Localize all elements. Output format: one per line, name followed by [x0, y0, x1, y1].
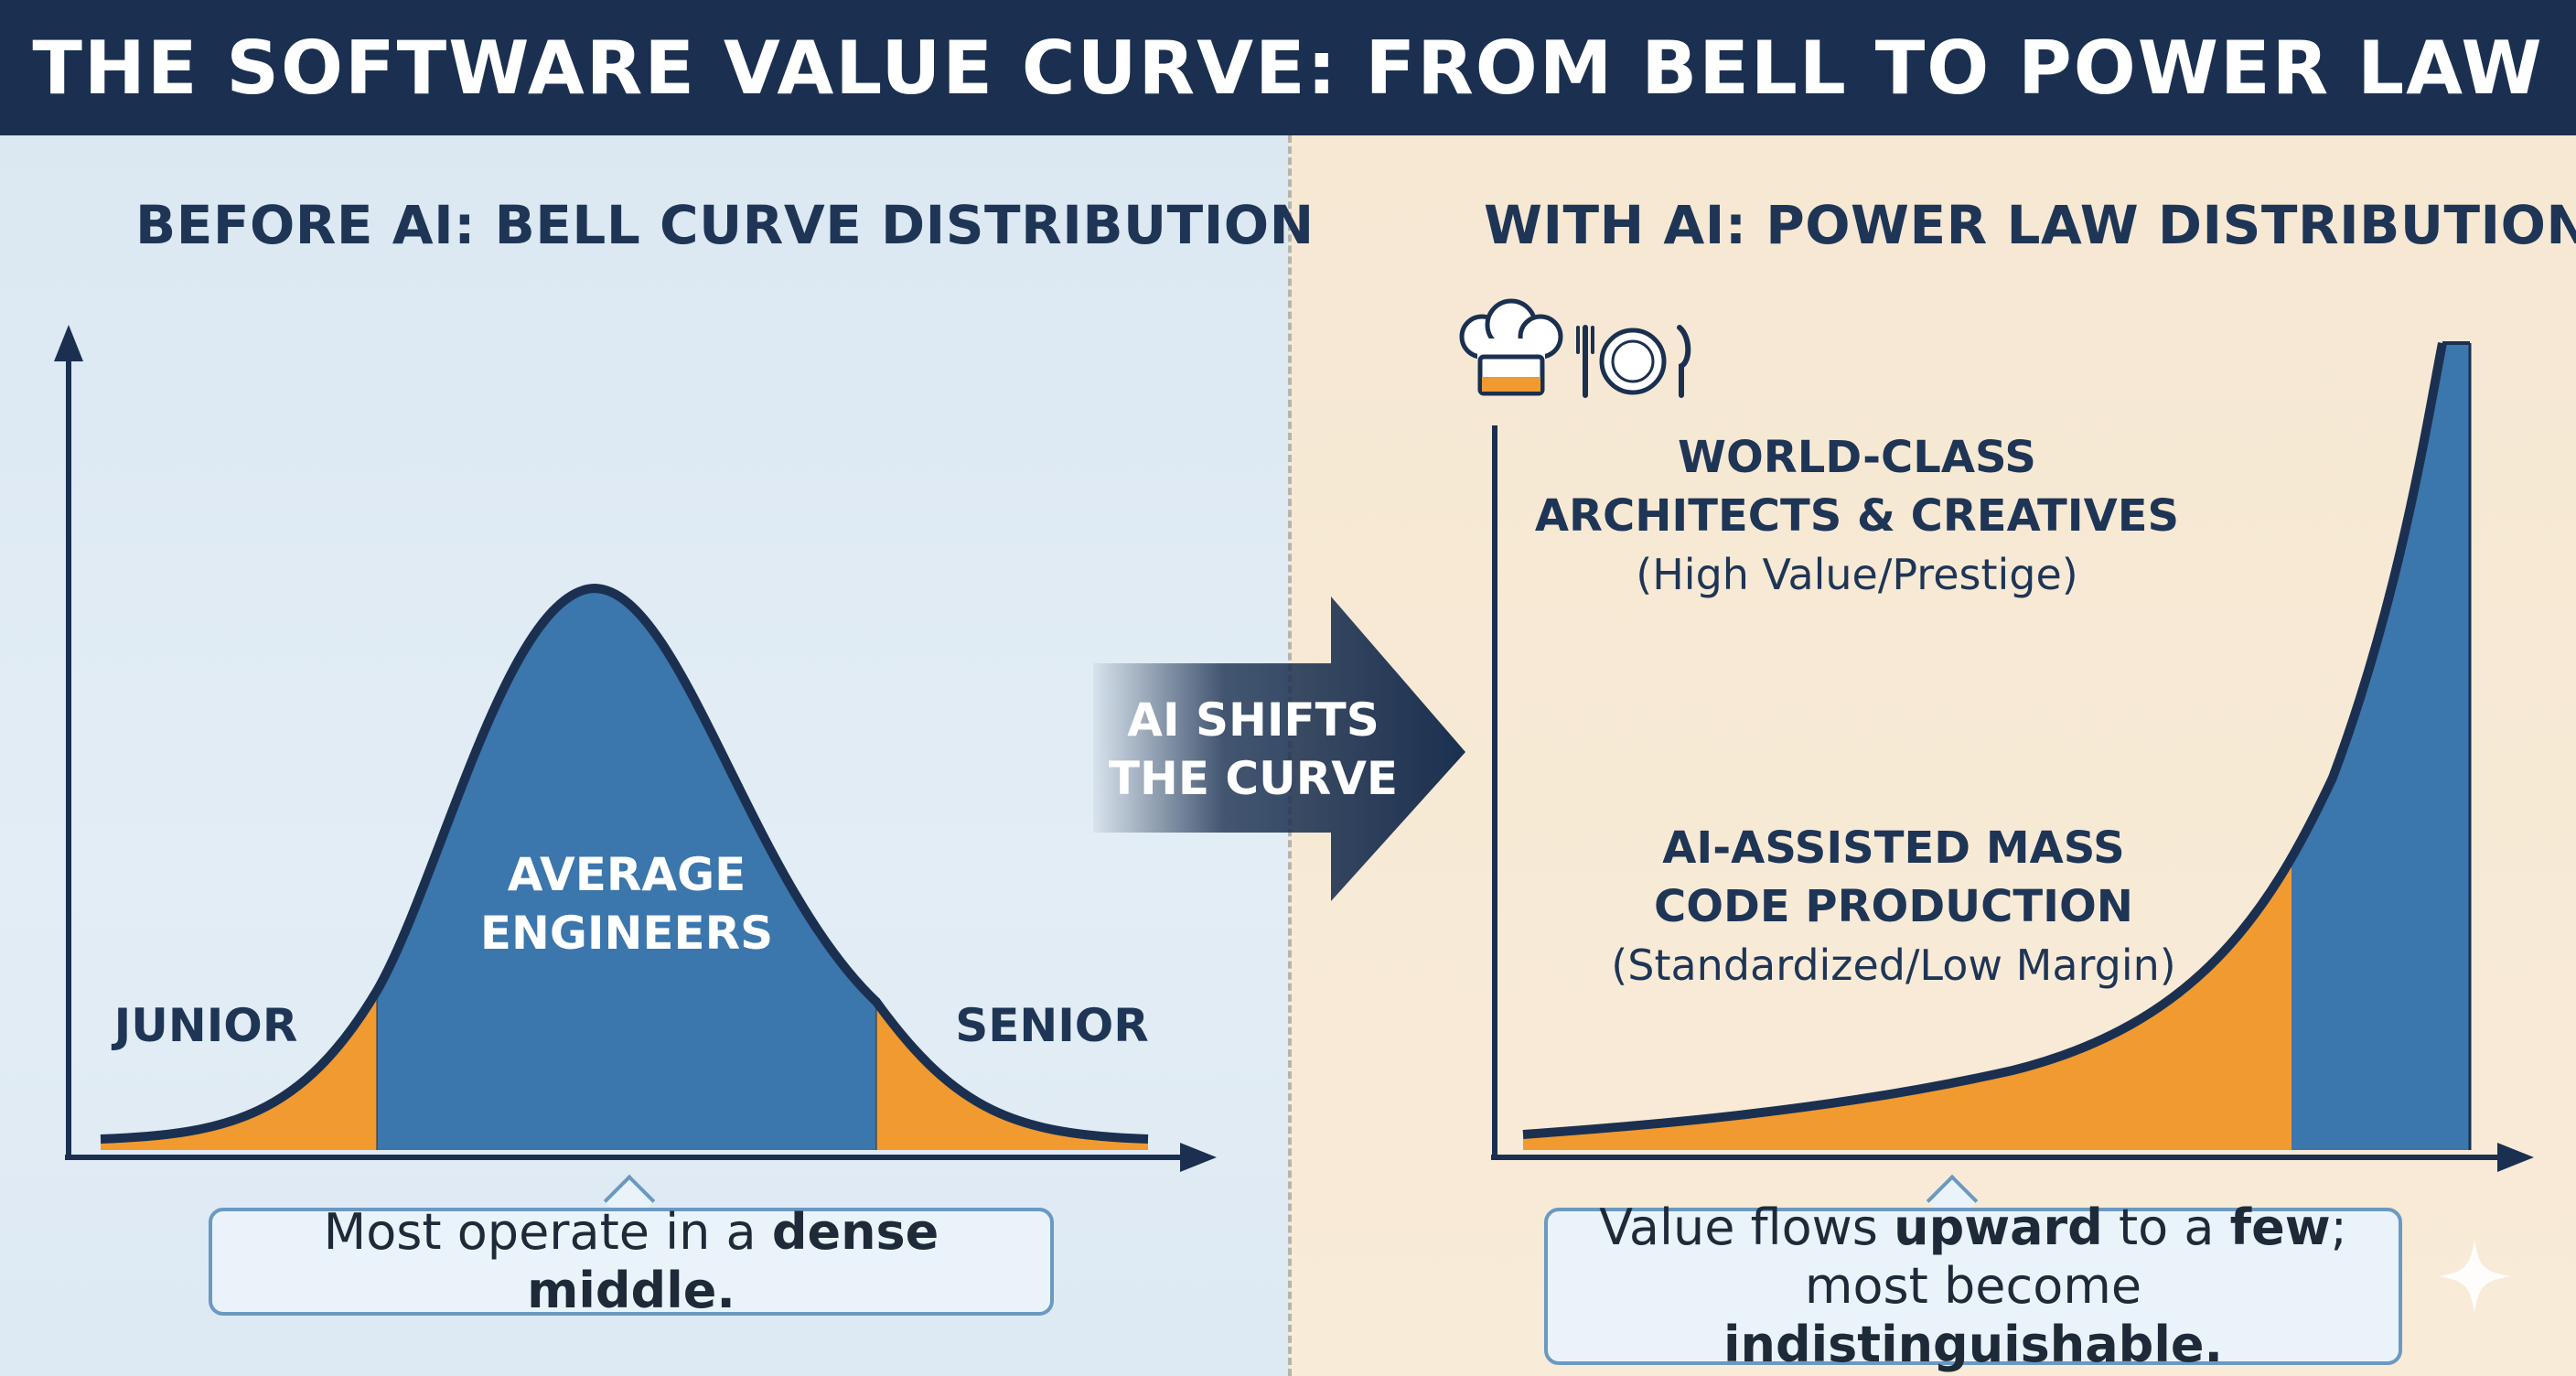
junior-region — [101, 588, 377, 1150]
shift-arrow-label: AI SHIFTS THE CURVE — [1108, 693, 1399, 805]
top-region — [2292, 343, 2470, 1150]
left-heading: BEFORE AI: BELL CURVE DISTRIBUTION — [135, 194, 1315, 256]
junior-label: JUNIOR — [113, 999, 298, 1052]
senior-region — [876, 588, 1148, 1150]
power-axes — [1491, 425, 2534, 1172]
fork-plate-knife-icon — [1576, 325, 1691, 398]
right-callout: Value flows upward to a few; most become… — [1544, 1199, 2402, 1373]
page-title: THE SOFTWARE VALUE CURVE: FROM BELL TO P… — [32, 25, 2544, 111]
right-heading: WITH AI: POWER LAW DISTRIBUTION — [1484, 194, 2576, 256]
average-engineers-label: AVERAGE ENGINEERS — [479, 848, 774, 960]
senior-label: SENIOR — [955, 999, 1149, 1052]
power-curve-line — [1522, 342, 2447, 1139]
sparkle-icon — [2438, 1240, 2511, 1313]
title-bar: THE SOFTWARE VALUE CURVE: FROM BELL TO P… — [0, 0, 2576, 135]
left-callout: Most operate in a dense middle. — [209, 1203, 1054, 1319]
chef-hat-icon — [1459, 298, 1563, 396]
shift-arrow — [1093, 597, 1465, 901]
bell-axes — [54, 325, 1217, 1172]
mass-production-label: AI-ASSISTED MASS CODE PRODUCTION (Standa… — [1611, 822, 2176, 990]
world-class-label: WORLD-CLASS ARCHITECTS & CREATIVES (High… — [1534, 432, 2180, 599]
bell-curve-line — [100, 583, 1149, 1144]
